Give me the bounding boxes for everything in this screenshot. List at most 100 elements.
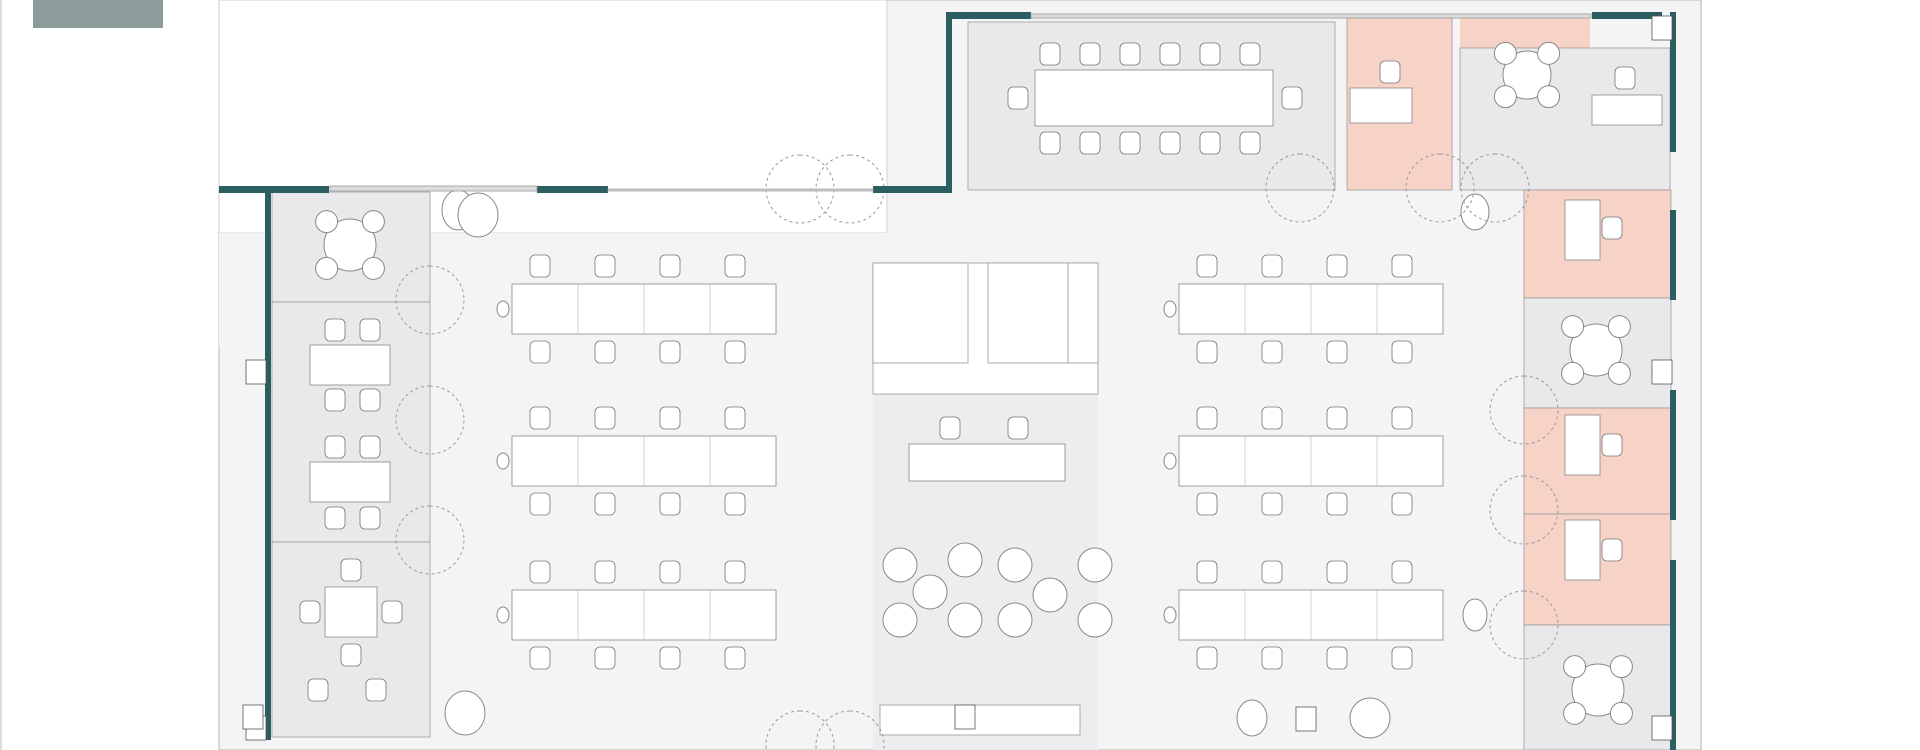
chair-icon (1609, 701, 1633, 725)
counter-table (908, 443, 1066, 482)
meeting-table (309, 344, 391, 386)
office-chair-icon (1007, 416, 1029, 440)
meeting-room-west-2 (271, 301, 431, 543)
door-swing-icon (849, 710, 885, 750)
chair-icon (361, 256, 385, 280)
plant-icon (496, 606, 510, 624)
office-chair-icon (1196, 646, 1218, 670)
office-chair-icon (594, 340, 616, 364)
office-chair-icon (359, 506, 381, 530)
door-swing-icon (1523, 375, 1559, 445)
office-chair-icon (1281, 86, 1303, 110)
office-chair-icon (365, 678, 387, 702)
kitchen-counter (879, 704, 1081, 736)
office-chair-icon (324, 506, 346, 530)
office-chair-icon (1199, 131, 1221, 155)
wall-west-wing (946, 12, 952, 193)
office-chair-icon (1391, 254, 1413, 278)
office-desk (1564, 414, 1601, 476)
office-chair-icon (1601, 538, 1623, 562)
wall-north (873, 186, 949, 193)
office-chair-icon (594, 560, 616, 584)
office-chair-icon (1391, 340, 1413, 364)
wall-north-wing (1592, 12, 1662, 19)
lounge-chair-icon (947, 542, 983, 578)
chair-icon (315, 210, 339, 234)
office-chair-icon (1039, 42, 1061, 66)
door-swing-icon (1523, 475, 1559, 545)
wall-east (1670, 12, 1676, 152)
partition-line (607, 188, 874, 192)
structural-column (242, 704, 264, 730)
office-chair-icon (659, 340, 681, 364)
office-chair-icon (1007, 86, 1029, 110)
office-chair-icon (1614, 66, 1636, 90)
office-chair-icon (359, 388, 381, 412)
office-chair-icon (1196, 254, 1218, 278)
office-chair-icon (529, 492, 551, 516)
lounge-chair-icon (882, 547, 918, 583)
office-chair-icon (1261, 492, 1283, 516)
office-chair-icon (1391, 492, 1413, 516)
office-chair-icon (1326, 340, 1348, 364)
office-chair-icon (1079, 42, 1101, 66)
office-chair-icon (1379, 60, 1401, 84)
chair-icon (361, 210, 385, 234)
office-chair-icon (1601, 216, 1623, 240)
office-chair-icon (1239, 42, 1261, 66)
office-desk (1349, 87, 1413, 124)
office-chair-icon (1039, 131, 1061, 155)
office-chair-icon (594, 406, 616, 430)
lounge-chair-icon (1077, 602, 1113, 638)
chair-icon (1561, 315, 1585, 339)
chair-icon (1563, 655, 1587, 679)
plant-icon (496, 452, 510, 470)
office-chair-icon (724, 406, 746, 430)
office-chair-icon (659, 254, 681, 278)
door-swing-icon (849, 154, 885, 224)
door-swing-icon (1523, 590, 1559, 660)
door-swing-icon (1439, 153, 1475, 223)
office-chair-icon (340, 643, 362, 667)
reception-strip-pink (1460, 18, 1590, 48)
chair-icon (1607, 315, 1631, 339)
office-desk (1591, 94, 1663, 126)
door-swing-icon (1489, 475, 1525, 545)
office-chair-icon (324, 435, 346, 459)
office-chair-icon (1391, 560, 1413, 584)
chair-icon (1561, 361, 1585, 385)
wall-north-wing (949, 12, 1031, 19)
meeting-table (324, 586, 378, 638)
round-table-icon (1571, 663, 1625, 717)
plant-icon (1163, 300, 1177, 318)
chair-icon (1563, 701, 1587, 725)
office-chair-icon (724, 646, 746, 670)
door-swing-icon (765, 154, 801, 224)
door-swing-icon (395, 385, 431, 455)
chair-icon (1609, 655, 1633, 679)
structural-column (1651, 359, 1673, 385)
office-chair-icon (1159, 131, 1181, 155)
chair-icon (1537, 41, 1561, 65)
office-chair-icon (324, 388, 346, 412)
lounge-chair-icon (882, 602, 918, 638)
door-swing-icon (395, 505, 431, 575)
office-chair-icon (1261, 340, 1283, 364)
lounge-chair-icon (997, 602, 1033, 638)
office-chair-icon (1326, 254, 1348, 278)
lounge-chair-icon (1032, 577, 1068, 613)
office-desk (1564, 199, 1601, 261)
office-chair-icon (659, 646, 681, 670)
office-chair-icon (1261, 560, 1283, 584)
conference-table (1034, 69, 1274, 127)
office-chair-icon (939, 416, 961, 440)
office-chair-icon (594, 646, 616, 670)
office-chair-icon (1079, 131, 1101, 155)
office-chair-icon (1119, 131, 1141, 155)
office-chair-icon (724, 254, 746, 278)
office-chair-icon (1326, 646, 1348, 670)
office-chair-icon (529, 340, 551, 364)
wall-east (1670, 210, 1676, 300)
office-chair-icon (307, 678, 329, 702)
